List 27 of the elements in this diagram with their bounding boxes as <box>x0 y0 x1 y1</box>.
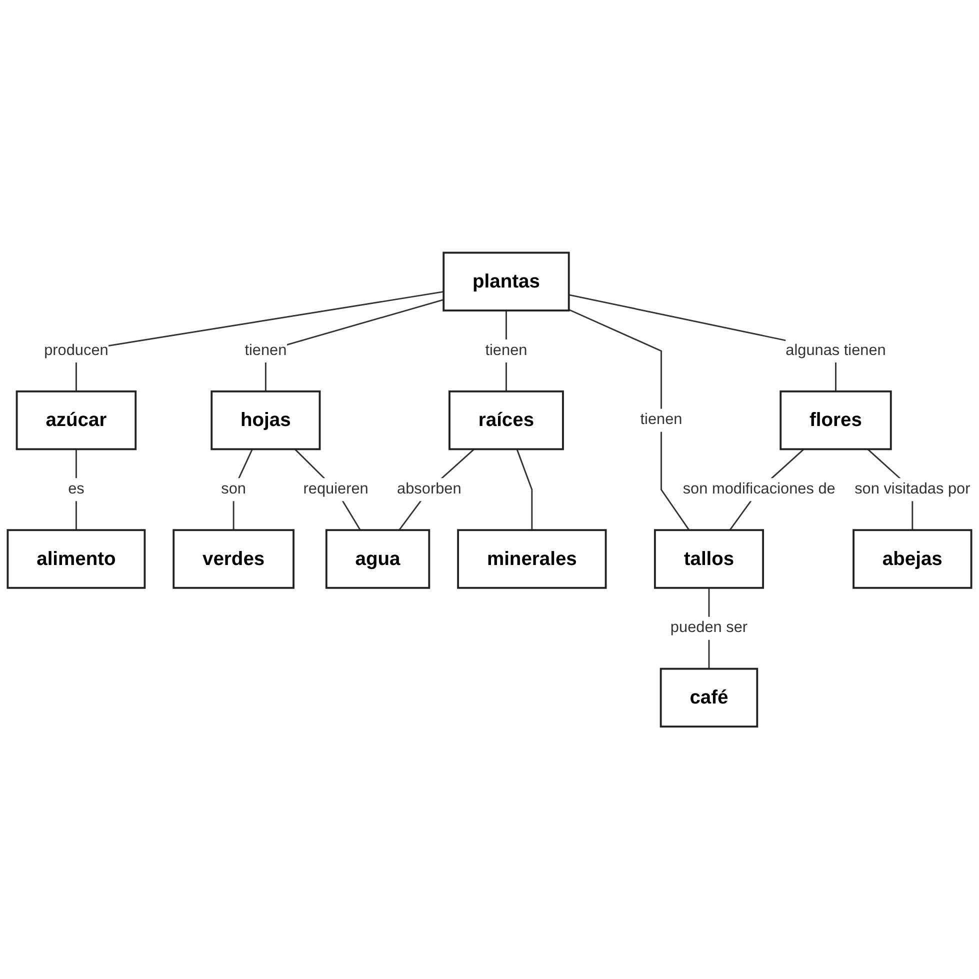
node-box: azúcar <box>16 390 137 450</box>
node-box: abejas <box>852 528 972 589</box>
node-box: alimento <box>6 528 146 589</box>
edge-label: pueden ser <box>670 620 748 636</box>
edge-label: son <box>221 480 246 498</box>
connector <box>516 448 533 530</box>
node-box: minerales <box>457 528 607 589</box>
node-box: verdes <box>172 528 294 589</box>
connector <box>75 449 77 530</box>
node-box: hojas <box>210 390 321 450</box>
node-box: raíces <box>448 390 564 450</box>
node-box: agua <box>325 528 430 589</box>
node-box: plantas <box>442 252 570 312</box>
edge-label: absorben <box>397 480 462 498</box>
edge-label: tienen <box>485 342 528 359</box>
edge-label: son visitadas por <box>854 480 970 498</box>
edge-label: producen <box>44 342 108 359</box>
edge-label: es <box>68 480 84 498</box>
node-box: flores <box>780 390 892 450</box>
edge-label: tienen <box>244 342 287 359</box>
edge-label: requieren <box>303 480 368 498</box>
node-box: tallos <box>654 528 764 589</box>
edge-label: son modificaciones de <box>682 480 836 498</box>
node-box: café <box>660 668 758 728</box>
connector <box>568 308 690 530</box>
edge-label: tienen <box>640 411 682 428</box>
edge-label: algunas tienen <box>786 342 886 359</box>
